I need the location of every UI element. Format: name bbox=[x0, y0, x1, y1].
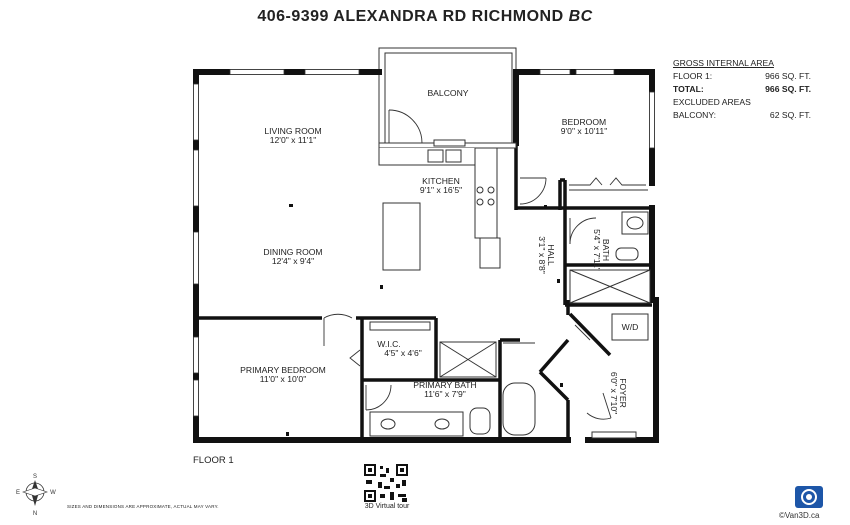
area-balcony-row: BALCONY: 62 SQ. FT. bbox=[673, 109, 811, 122]
hall-name: HALL bbox=[546, 244, 556, 266]
dining-name: DINING ROOM bbox=[263, 247, 322, 257]
living-dims: 12'0" x 11'1" bbox=[270, 135, 317, 145]
windows bbox=[193, 69, 655, 417]
area-summary: GROSS INTERNAL AREA FLOOR 1:966 SQ. FT. … bbox=[673, 57, 811, 122]
compass-w: W bbox=[50, 490, 56, 496]
title-province: BC bbox=[568, 8, 593, 25]
virtual-tour-label: 3D Virtual tour bbox=[364, 503, 410, 510]
wd-name: W/D bbox=[622, 322, 639, 332]
compass-s: S bbox=[33, 474, 37, 480]
area-excluded: EXCLUDED AREAS bbox=[673, 97, 751, 107]
interior-walls bbox=[196, 143, 652, 440]
foyer-name: FOYER bbox=[618, 378, 628, 408]
brand-logo bbox=[795, 486, 823, 508]
kitchen-name: KITCHEN bbox=[422, 176, 460, 186]
area-floor-row: FLOOR 1: 966 SQ. FT. bbox=[673, 70, 811, 83]
door-swings bbox=[323, 109, 612, 420]
primary-bedroom-dims: 11'0" x 10'0" bbox=[260, 374, 307, 384]
area-total-label: TOTAL: bbox=[673, 84, 704, 94]
bath-dims: 5'4" x 7'11" bbox=[592, 229, 602, 271]
dimension-markers bbox=[286, 204, 563, 436]
kitchen-dims: 9'1" x 16'5" bbox=[420, 185, 462, 195]
area-header: GROSS INTERNAL AREA bbox=[673, 58, 774, 68]
qr-code bbox=[364, 464, 408, 502]
primary-bedroom-name: PRIMARY BEDROOM bbox=[240, 365, 326, 375]
area-total-row: TOTAL: 966 SQ. FT. bbox=[673, 83, 811, 96]
balcony-name: BALCONY bbox=[427, 88, 468, 98]
bath-name: BATH bbox=[601, 239, 611, 261]
primary-bath-dims: 11'6" x 7'9" bbox=[424, 389, 466, 399]
hall-dims: 3'1" x 8'8" bbox=[537, 236, 547, 274]
bedroom-dims: 9'0" x 10'11" bbox=[561, 126, 608, 136]
area-balcony-value: 62 SQ. FT. bbox=[769, 110, 811, 120]
plan-title: 406-9399 ALEXANDRA RD RICHMOND BC bbox=[0, 8, 850, 26]
floor-label: FLOOR 1 bbox=[193, 455, 234, 466]
kitchen-fixtures bbox=[378, 139, 517, 271]
primary-bath-name: PRIMARY BATH bbox=[413, 380, 477, 390]
area-floor-label: FLOOR 1: bbox=[673, 71, 713, 81]
room-labels: BALCONY BEDROOM 9'0" x 10'11" LIVING ROO… bbox=[240, 88, 638, 399]
compass: S N E W bbox=[16, 474, 56, 517]
foyer-dims: 6'0" x 7'10" bbox=[609, 372, 619, 414]
compass-n: N bbox=[33, 511, 37, 517]
brand-text: ©Van3D.ca bbox=[779, 511, 820, 520]
area-total-value: 966 SQ. FT. bbox=[765, 84, 811, 94]
bedroom-name: BEDROOM bbox=[562, 117, 606, 127]
title-address: 406-9399 ALEXANDRA RD RICHMOND bbox=[257, 8, 564, 25]
compass-e: E bbox=[16, 490, 20, 496]
bath-fixtures bbox=[369, 211, 651, 439]
disclaimer: SIZES AND DIMENSIONS ARE APPROXIMATE, AC… bbox=[67, 504, 219, 509]
wic-dims: 4'5" x 4'6" bbox=[384, 348, 422, 358]
wic-name: W.I.C. bbox=[377, 339, 400, 349]
rotated-room-labels: BATH 5'4" x 7'11" HALL 3'1" x 8'8" FOYER… bbox=[537, 229, 628, 414]
area-floor-value: 966 SQ. FT. bbox=[765, 71, 811, 81]
dining-dims: 12'4" x 9'4" bbox=[272, 256, 314, 266]
living-name: LIVING ROOM bbox=[264, 126, 321, 136]
area-balcony-label: BALCONY: bbox=[673, 110, 716, 120]
closet-doors bbox=[349, 177, 648, 367]
